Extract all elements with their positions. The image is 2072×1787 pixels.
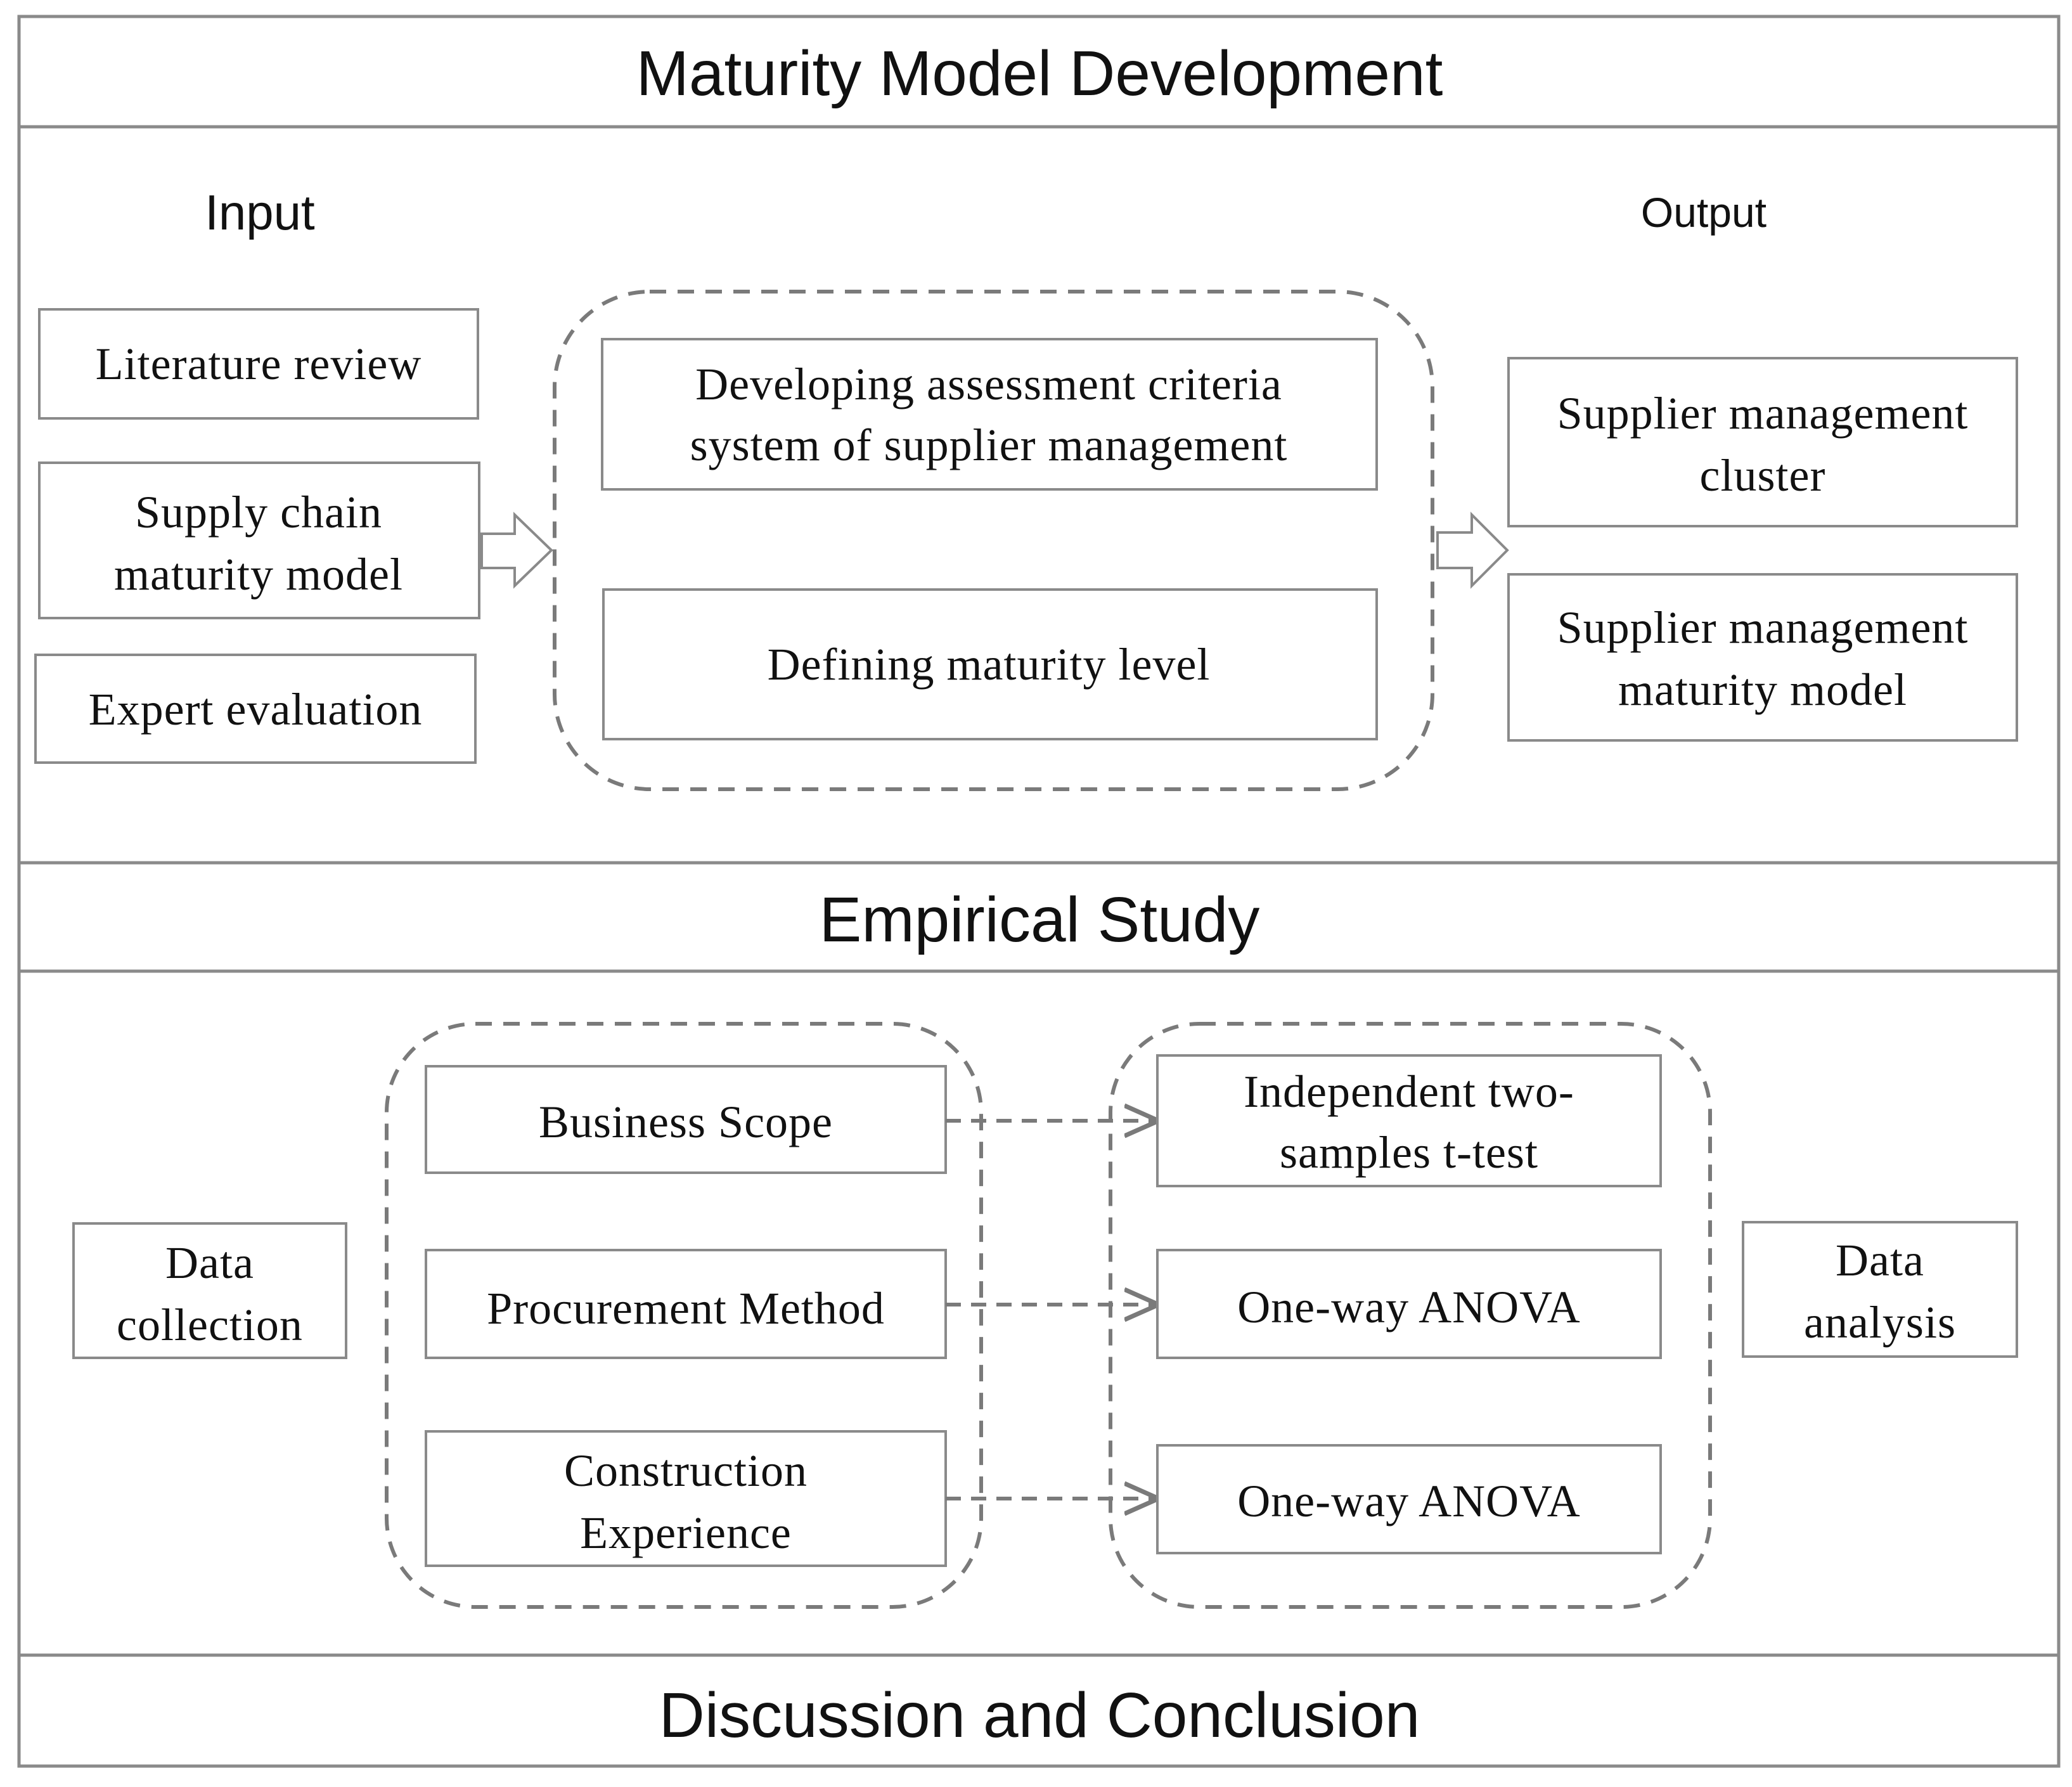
input-to-process-arrow <box>480 512 553 589</box>
factors-group-dashed <box>385 1022 983 1609</box>
discussion-section-title: Discussion and Conclusion <box>659 1680 1420 1751</box>
process-box-criteria: Developing assessment criteria system of… <box>601 338 1378 491</box>
t-test-line2: samples t-test <box>1280 1127 1538 1178</box>
model-text-line1: Supplier management <box>1557 602 1969 653</box>
factor-box-construction-experience: Construction Experience <box>425 1430 947 1567</box>
cluster-text-line1: Supplier management <box>1557 388 1969 439</box>
data-analysis-line1: Data <box>1836 1235 1924 1286</box>
process-box-maturity-level: Defining maturity level <box>602 588 1378 740</box>
cluster-text-line2: cluster <box>1700 450 1826 501</box>
maturity-level-text: Defining maturity level <box>768 639 1211 690</box>
input-box-expert-evaluation: Expert evaluation <box>34 654 477 764</box>
factor-box-business-scope: Business Scope <box>425 1065 947 1174</box>
data-analysis-box: Data analysis <box>1742 1221 2018 1358</box>
output-label: Output <box>1641 189 1766 236</box>
data-collection-box: Data collection <box>72 1222 347 1359</box>
tests-group-dashed <box>1109 1022 1712 1609</box>
criteria-text-line1: Developing assessment criteria <box>695 359 1282 410</box>
input-box-supply-chain-maturity-model: Supply chain maturity model <box>38 461 480 619</box>
input-box-literature-review: Literature review <box>38 308 479 420</box>
data-collection-line1: Data <box>165 1237 254 1288</box>
business-scope-text: Business Scope <box>539 1097 833 1147</box>
process-to-output-arrow <box>1436 512 1509 589</box>
factor-box-procurement-method: Procurement Method <box>425 1249 947 1359</box>
output-box-maturity-model: Supplier management maturity model <box>1507 573 2018 742</box>
anova-1-text: One-way ANOVA <box>1237 1282 1581 1332</box>
data-analysis-line2: analysis <box>1804 1297 1956 1348</box>
test-box-anova-2: One-way ANOVA <box>1156 1444 1662 1554</box>
procurement-method-text: Procurement Method <box>487 1283 885 1334</box>
model-text-line2: maturity model <box>1618 664 1907 715</box>
construction-experience-line2: Experience <box>580 1507 792 1558</box>
empirical-section-title: Empirical Study <box>820 884 1260 955</box>
output-box-cluster: Supplier management cluster <box>1507 357 2018 527</box>
maturity-section-title: Maturity Model Development <box>636 38 1443 109</box>
criteria-text-line2: system of supplier management <box>690 420 1288 470</box>
process-group-dashed <box>553 290 1434 791</box>
t-test-line1: Independent two- <box>1244 1066 1574 1117</box>
construction-experience-line1: Construction <box>564 1445 808 1496</box>
discussion-section-frame <box>17 1653 2061 1768</box>
input-label: Input <box>205 184 315 240</box>
literature-review-text: Literature review <box>96 339 422 389</box>
supply-chain-text-line1: Supply chain <box>135 487 382 538</box>
data-collection-line2: collection <box>117 1300 303 1350</box>
anova-2-text: One-way ANOVA <box>1237 1476 1581 1526</box>
test-box-anova-1: One-way ANOVA <box>1156 1249 1662 1359</box>
test-box-t-test: Independent two- samples t-test <box>1156 1054 1662 1187</box>
supply-chain-text-line2: maturity model <box>114 549 403 600</box>
expert-evaluation-text: Expert evaluation <box>89 684 423 735</box>
